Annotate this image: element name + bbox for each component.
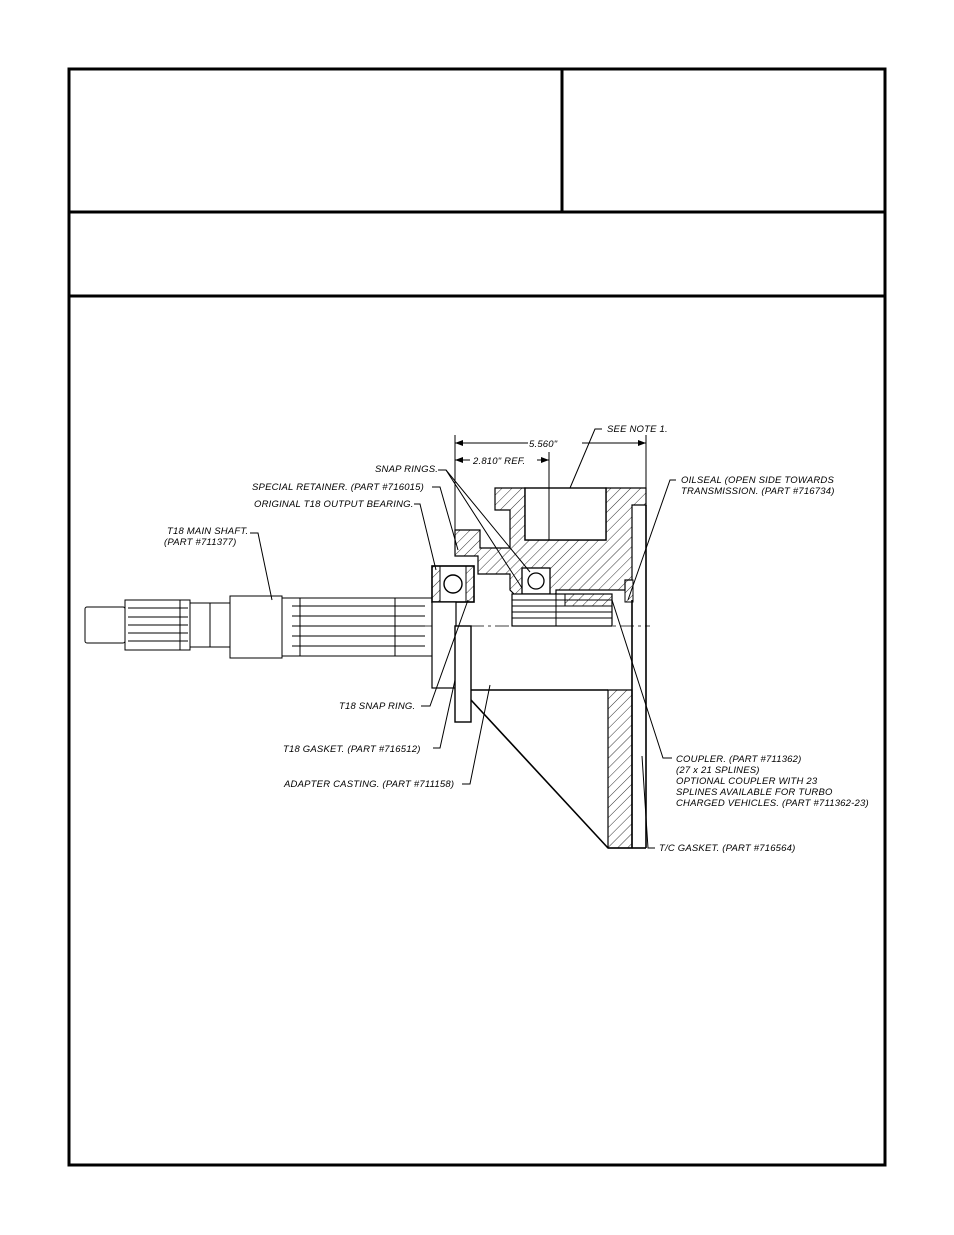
- adapter-casting-label: ADAPTER CASTING. (PART #711158): [283, 779, 454, 790]
- adapter-cross-section: 5.560" 2.810" REF. SEE NOTE 1. SNAP RING…: [84, 424, 869, 854]
- part-labels: 5.560" 2.810" REF. SEE NOTE 1. SNAP RING…: [164, 424, 869, 854]
- snap-rings-label: SNAP RINGS.: [375, 464, 438, 475]
- t18-snap-ring-label: T18 SNAP RING.: [339, 701, 415, 712]
- coupler-turbo-label: SPLINES AVAILABLE FOR TURBO: [676, 787, 833, 798]
- coupler: [511, 590, 613, 627]
- tc-gasket-label: T/C GASKET. (PART #716564): [659, 843, 796, 854]
- output-bearing-label: ORIGINAL T18 OUTPUT BEARING.: [254, 499, 414, 510]
- oilseal: [624, 579, 634, 603]
- title-block: [67, 67, 887, 1167]
- outer-border: [67, 67, 887, 1167]
- dimension-lines: [454, 435, 647, 540]
- overall-dimension: 5.560": [529, 439, 558, 450]
- coupler-part-label: CHARGED VEHICLES. (PART #711362-23): [676, 798, 869, 809]
- adapter-casting-lower: [454, 505, 647, 849]
- special-retainer-label: SPECIAL RETAINER. (PART #716015): [252, 482, 424, 493]
- coupler-optional-label: OPTIONAL COUPLER WITH 23: [676, 776, 818, 787]
- main-shaft: [84, 595, 435, 659]
- ref-dimension: 2.810" REF.: [472, 456, 525, 467]
- coupler-label: COUPLER. (PART #711362): [676, 754, 802, 765]
- see-note-label: SEE NOTE 1.: [607, 424, 668, 435]
- coupler-splines-label: (27 x 21 SPLINES): [676, 765, 760, 776]
- t18-gasket-label: T18 GASKET. (PART #716512): [283, 744, 421, 755]
- adapter-casting-upper: [454, 487, 647, 601]
- oilseal-label: OILSEAL (OPEN SIDE TOWARDS: [681, 475, 834, 486]
- oilseal-part-label: TRANSMISSION. (PART #716734): [681, 486, 835, 497]
- main-shaft-part-label: (PART #711377): [164, 537, 237, 548]
- main-shaft-label: T18 MAIN SHAFT.: [167, 526, 248, 537]
- leader-lines: [250, 428, 676, 849]
- output-bearing: [431, 565, 475, 689]
